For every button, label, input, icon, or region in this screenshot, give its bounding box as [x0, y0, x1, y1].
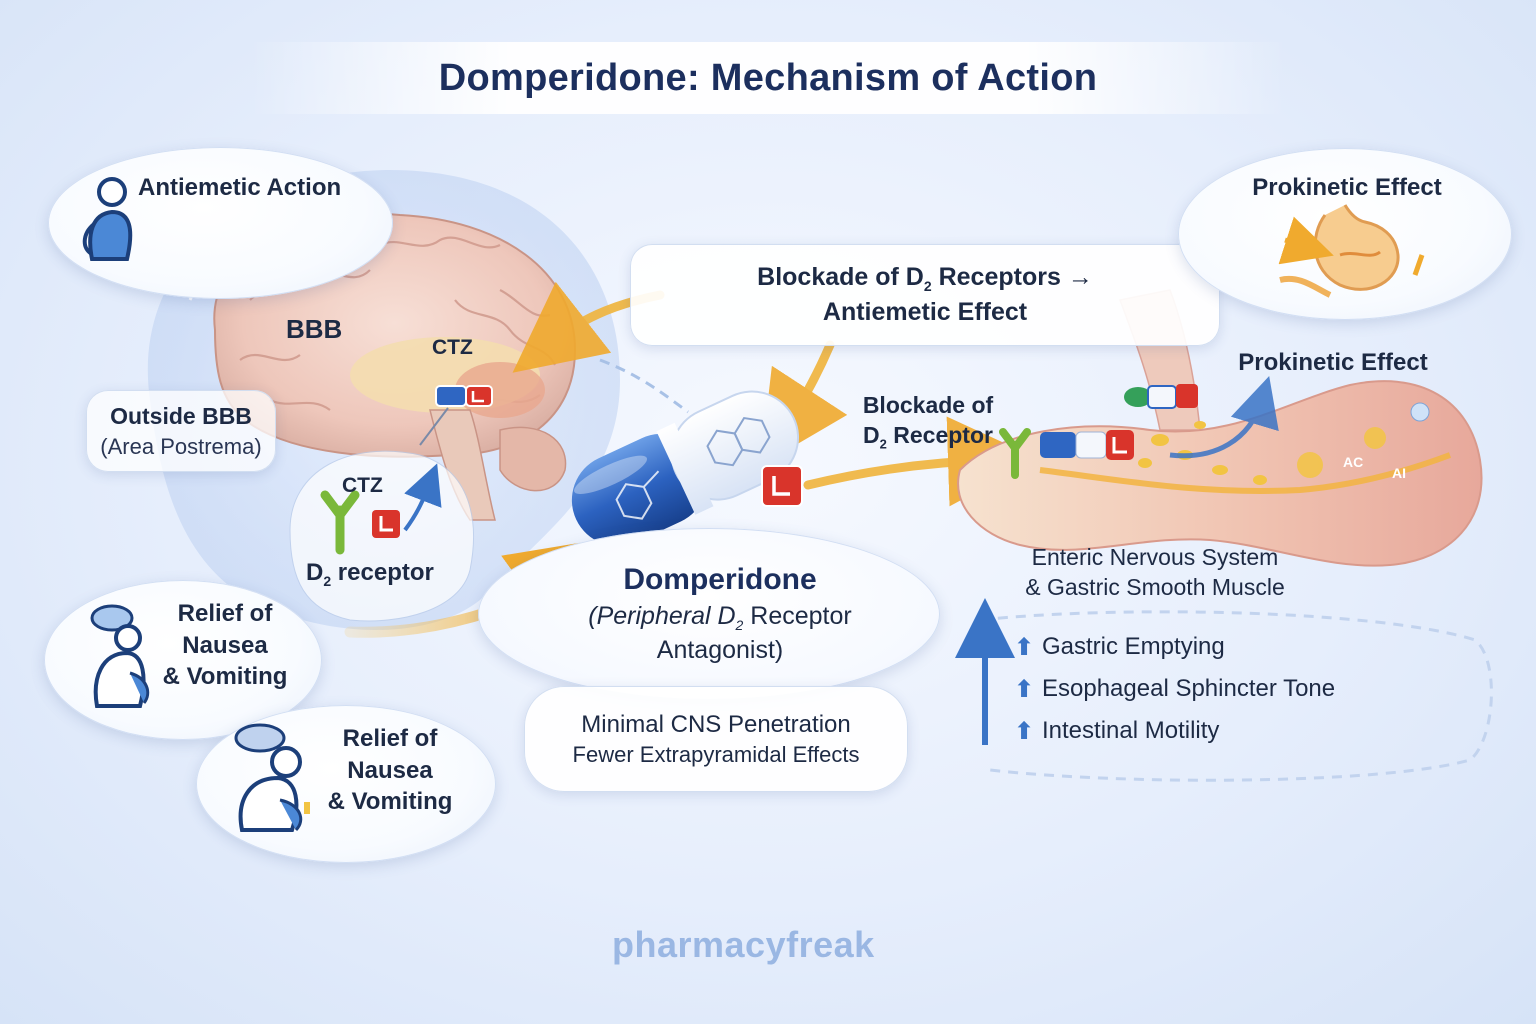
blockade-right-d: D: [863, 422, 880, 449]
relief-2-text: Relief of Nausea & Vomiting: [305, 723, 475, 818]
ctz-up-arrow: [403, 463, 442, 532]
effects-list: ⬆ Gastric Emptying ⬆ Esophageal Sphincte…: [1014, 626, 1434, 752]
d2-left-rest: receptor: [331, 559, 434, 586]
minimal-cns-box: Minimal CNS Penetration Fewer Extrapyram…: [524, 686, 908, 792]
domperidone-line2-sub: 2: [735, 616, 744, 633]
domperidone-bubble: [478, 528, 940, 700]
gut-top-block-icon: [1124, 384, 1198, 409]
person-nausea-icon: [234, 723, 310, 832]
blockade-antiemetic-line2: Antiemetic Effect: [822, 297, 1028, 326]
ctz-small-label: CTZ: [342, 474, 383, 497]
relief-2-line1: Relief of: [342, 725, 438, 752]
enteric-line2: & Gastric Smooth Muscle: [1025, 574, 1285, 601]
domperidone-line2: (Peripheral D2 Receptor: [588, 600, 851, 634]
blockade-right-line1: Blockade of: [862, 392, 994, 418]
blockade-pre: Blockade of D: [757, 263, 924, 292]
blockade-right-label: Blockade of D2 Receptor: [848, 390, 1008, 453]
stomach-icon: [1278, 204, 1425, 298]
gut-receptor-icon: [999, 428, 1134, 479]
domperidone-line3: Antagonist): [656, 636, 784, 665]
d2-receptor-left-label: D2 receptor: [306, 557, 434, 590]
person-nausea-icon: [90, 604, 150, 708]
blockade-post: Receptors →: [931, 263, 1093, 292]
d2-left-sub: 2: [323, 572, 332, 589]
gut-label-ac: AC: [1343, 454, 1363, 470]
up-arrow-icon: ⬆: [1014, 675, 1035, 703]
relief-1-line2: Nausea: [182, 631, 268, 659]
watermark: pharmacyfreak: [612, 924, 875, 965]
blockade-right-line2: D2 Receptor: [848, 420, 1008, 453]
effect-item: ⬆ Esophageal Sphincter Tone: [1014, 668, 1434, 710]
dashed-path: [599, 358, 689, 414]
relief-1-line1: Relief of: [177, 600, 273, 627]
up-arrow-icon: ⬆: [1014, 717, 1035, 745]
domperidone-name: Domperidone: [623, 563, 817, 596]
blockade-right-post: Receptor: [886, 422, 993, 449]
minimal-cns-line1: Minimal CNS Penetration: [581, 710, 851, 738]
antiemetic-action-label: Antiemetic Action: [138, 174, 342, 201]
receptor-icon: [320, 490, 360, 555]
blockade-antiemetic-line1: Blockade of D2 Receptors →: [757, 261, 1093, 295]
domperidone-line2-pre: (Peripheral D: [588, 601, 736, 630]
outside-bbb-box: Outside BBB (Area Postrema): [86, 390, 276, 472]
brain-antagonist-block-icon: [435, 385, 493, 407]
blockade-right-sub: 2: [879, 436, 887, 452]
effect-label: Esophageal Sphincter Tone: [1042, 675, 1336, 703]
prokinetic-mid-label: Prokinetic Effect: [1238, 349, 1428, 376]
domperidone-label-group: Domperidone (Peripheral D2 Receptor Anta…: [520, 560, 920, 667]
effect-label: Intestinal Motility: [1042, 717, 1220, 745]
effect-item: ⬆ Gastric Emptying: [1014, 626, 1434, 668]
effect-item: ⬆ Intestinal Motility: [1014, 710, 1434, 752]
capsule-icon: [571, 390, 803, 547]
relief-1-text: Relief of Nausea & Vomiting: [140, 598, 310, 693]
enteric-line1: Enteric Nervous System: [1031, 544, 1279, 570]
outside-bbb-line2: (Area Postrema): [100, 433, 262, 459]
title-band: Domperidone: Mechanism of Action: [250, 42, 1286, 114]
person-nausea-icon: [82, 177, 133, 261]
d2-left-d: D: [306, 559, 324, 586]
prokinetic-arrow: [1169, 376, 1279, 459]
effects-frame: [979, 610, 1493, 782]
minimal-cns-line2: Fewer Extrapyramidal Effects: [572, 742, 860, 768]
ctz-brain-label: CTZ: [432, 336, 473, 359]
prokinetic-top-label: Prokinetic Effect: [1252, 174, 1442, 201]
bbb-label: BBB: [286, 314, 343, 344]
relief-2-line2: Nausea: [347, 756, 433, 784]
relief-2-line3: & Vomiting: [327, 788, 453, 816]
blockade-sub: 2: [923, 278, 932, 295]
outside-bbb-line1: Outside BBB: [110, 403, 252, 430]
blockade-antiemetic-box: Blockade of D2 Receptors → Antiemetic Ef…: [630, 244, 1220, 346]
antagonist-block-icon: [372, 510, 400, 538]
domperidone-line2-post: Receptor: [743, 601, 852, 630]
up-arrow-icon: ⬆: [1014, 633, 1035, 661]
enteric-label: Enteric Nervous System & Gastric Smooth …: [1000, 542, 1310, 603]
gut-label-ai: AI: [1392, 465, 1406, 481]
page-title: Domperidone: Mechanism of Action: [438, 56, 1098, 99]
relief-1-line3: & Vomiting: [162, 663, 288, 691]
effect-label: Gastric Emptying: [1042, 633, 1225, 661]
